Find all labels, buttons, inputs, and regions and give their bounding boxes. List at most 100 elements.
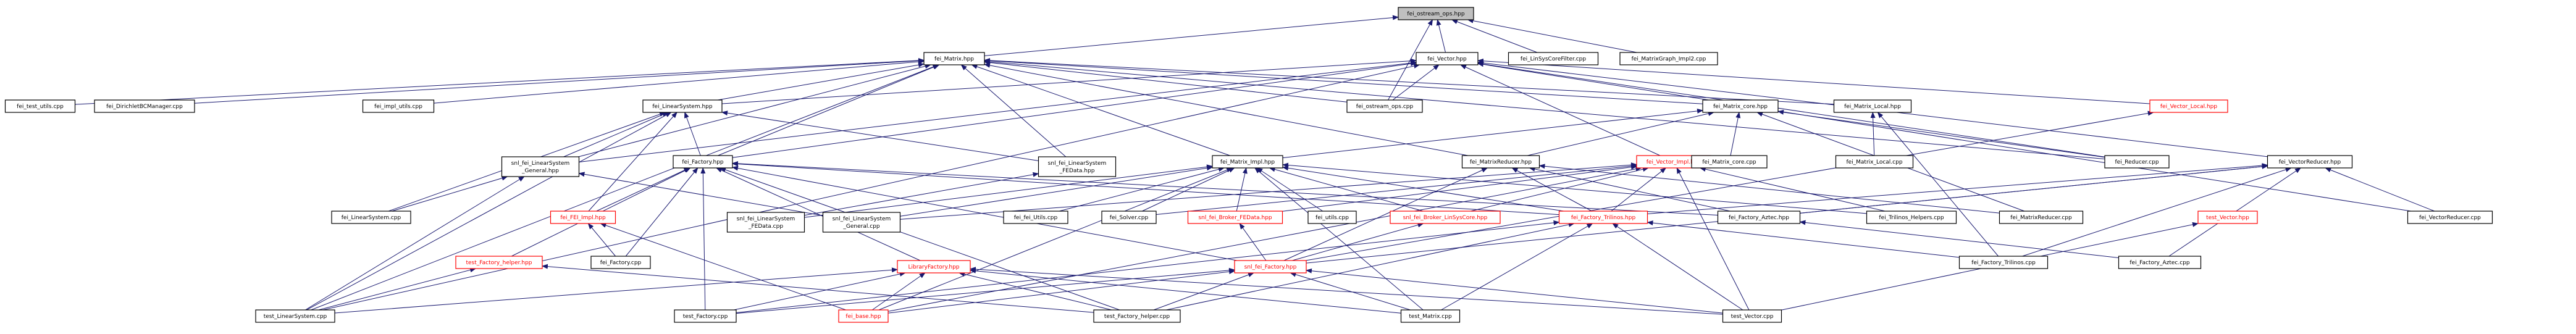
node-fei-impl-utils-cpp[interactable]: fei_impl_utils.cpp (362, 99, 435, 113)
node-label: snl_fei_Broker_FEData.hpp (1198, 215, 1272, 221)
node-label: fei_Factory_Trilinos.hpp (1571, 215, 1636, 221)
node-box (255, 309, 335, 323)
node-snl-fei-LinearSystem-FEData-hpp[interactable]: snl_fei_LinearSystem_FEData.hpp (1038, 156, 1117, 177)
edge-fei-base-hpp-to-snl-fei-Factory-hpp (887, 269, 1235, 314)
node-label: _General.hpp (521, 168, 559, 174)
node-label: fei_Matrix_core.hpp (1713, 104, 1768, 110)
node-test-Vector-hpp[interactable]: test_Vector.hpp (2197, 211, 2258, 224)
edge-snl-fei-LinearSystem-FEData-hpp-to-fei-Matrix-hpp (960, 64, 1067, 157)
node-label: fei_Solver.cpp (1110, 215, 1149, 221)
edge-test-Matrix-cpp-to-fei-Factory-Trilinos-hpp (1441, 223, 1593, 311)
node-fei-Matrix-core-hpp[interactable]: fei_Matrix_core.hpp (1702, 99, 1779, 113)
node-label: test_Matrix.cpp (1409, 314, 1452, 320)
edge-snl-fei-Broker-LinSysCore-hpp-to-fei-Matrix-Impl-hpp (1269, 167, 1424, 212)
node-box (2104, 155, 2170, 169)
node-test-LinearSystem-cpp[interactable]: test_LinearSystem.cpp (255, 309, 335, 323)
node-fei-MatrixReducer-hpp[interactable]: fei_MatrixReducer.hpp (1461, 155, 1540, 169)
node-test-Matrix-cpp[interactable]: test_Matrix.cpp (1400, 309, 1461, 323)
node-snl-fei-LinearSystem-General-cpp[interactable]: snl_fei_LinearSystem_General.cpp (822, 212, 901, 233)
node-snl-fei-LinearSystem-General-hpp[interactable]: snl_fei_LinearSystem_General.hpp (501, 156, 580, 177)
node-test-Factory-helper-hpp[interactable]: test_Factory_helper.hpp (455, 256, 543, 269)
node-fei-Factory-Aztec-hpp[interactable]: fei_Factory_Aztec.hpp (1717, 211, 1801, 224)
node-fei-fei-Utils-cpp[interactable]: fei_fei_Utils.cpp (1003, 211, 1068, 224)
node-fei-Solver-cpp[interactable]: fei_Solver.cpp (1101, 211, 1157, 224)
edge-test-LinearSystem-cpp-to-fei-LinearSystem-hpp (306, 112, 672, 311)
node-box (1038, 156, 1117, 177)
node-snl-fei-Broker-LinSysCore-hpp[interactable]: snl_fei_Broker_LinSysCore.hpp (1390, 211, 1501, 224)
edge-fei-base-hpp-to-fei-Vector-Impl-hpp (887, 166, 1642, 312)
edge-fei-Factory-Aztec-hpp-to-fei-Factory-hpp (732, 161, 1718, 215)
edge-fei-fei-Utils-cpp-to-fei-Matrix-Impl-hpp (1059, 167, 1225, 212)
node-fei-MatrixGraph-Impl2-cpp[interactable]: fei_MatrixGraph_Impl2.cpp (1619, 52, 1718, 65)
edge-fei-test-utils-cpp-to-fei-Matrix-hpp (75, 57, 925, 105)
node-LibraryFactory-hpp[interactable]: LibraryFactory.hpp (897, 260, 971, 273)
node-label: fei_utils.cpp (1315, 215, 1349, 221)
node-test-Factory-cpp[interactable]: test_Factory.cpp (674, 309, 737, 323)
edge-fei-DirichletBCManager-cpp-to-fei-Matrix-hpp (194, 58, 925, 104)
node-fei-Matrix-core-cpp[interactable]: fei_Matrix_core.cpp (1691, 155, 1768, 169)
edge-fei-Factory-Trilinos-cpp-to-fei-VectorReducer-hpp (2022, 167, 2292, 257)
edge-fei-VectorReducer-cpp-to-fei-Vector-hpp (1477, 62, 2411, 212)
edge-test-Factory-cpp-to-snl-fei-Factory-hpp (736, 267, 1235, 314)
edge-fei-Factory-Trilinos-cpp-to-fei-Factory-Trilinos-hpp (1647, 220, 1960, 258)
node-fei-Matrix-Impl-hpp[interactable]: fei_Matrix_Impl.hpp (1212, 155, 1283, 169)
edge-fei-MatrixGraph-Impl2-cpp-to-fei-ostream-ops-hpp (1467, 18, 1637, 53)
node-label: snl_fei_LinearSystem (833, 216, 891, 222)
node-fei-Reducer-cpp[interactable]: fei_Reducer.cpp (2104, 155, 2170, 169)
node-fei-DirichletBCManager-cpp[interactable]: fei_DirichletBCManager.cpp (94, 99, 195, 113)
node-label: snl_fei_LinearSystem (511, 161, 570, 167)
node-fei-Vector-hpp[interactable]: fei_Vector.hpp (1416, 52, 1479, 65)
node-label: fei_Matrix_Impl.hpp (1220, 159, 1275, 165)
node-fei-Vector-Local-hpp[interactable]: fei_Vector_Local.hpp (2149, 99, 2228, 113)
node-fei-VectorReducer-hpp[interactable]: fei_VectorReducer.hpp (2267, 155, 2353, 169)
node-label: test_LinearSystem.cpp (264, 314, 327, 320)
node-fei-Factory-Trilinos-hpp[interactable]: fei_Factory_Trilinos.hpp (1558, 211, 1648, 224)
node-fei-Factory-Trilinos-cpp[interactable]: fei_Factory_Trilinos.cpp (1958, 256, 2049, 269)
node-label: snl_fei_Factory.hpp (1244, 264, 1297, 270)
node-fei-Trilinos-Helpers-cpp[interactable]: fei_Trilinos_Helpers.cpp (1866, 211, 1957, 224)
node-fei-LinSysCoreFilter-cpp[interactable]: fei_LinSysCoreFilter.cpp (1508, 52, 1599, 65)
node-label: snl_fei_LinearSystem (737, 216, 795, 222)
node-box (331, 211, 411, 224)
node-box (1398, 7, 1474, 20)
node-label: fei_Matrix_Local.cpp (1846, 159, 1902, 165)
edge-snl-fei-Factory-hpp-to-fei-Vector-Local-hpp (1306, 111, 2154, 261)
node-fei-Matrix-hpp[interactable]: fei_Matrix.hpp (923, 52, 985, 65)
node-box (1461, 155, 1540, 169)
node-box (1702, 99, 1779, 113)
edge-LibraryFactory-hpp-to-fei-Factory-hpp (716, 167, 921, 261)
node-fei-Factory-Aztec-cpp[interactable]: fei_Factory_Aztec.cpp (2118, 256, 2202, 269)
edge-fei-Reducer-cpp-to-fei-Matrix-hpp (984, 59, 2105, 159)
node-test-Factory-helper-cpp[interactable]: test_Factory_helper.cpp (1093, 309, 1181, 323)
edge-snl-fei-LinearSystem-FEData-hpp-to-fei-LinearSystem-hpp (721, 111, 1039, 161)
node-fei-ostream-ops-cpp[interactable]: fei_ostream_ops.cpp (1346, 99, 1423, 113)
node-fei-Factory-hpp[interactable]: fei_Factory.hpp (673, 155, 733, 169)
node-fei-FEI-Impl-hpp[interactable]: fei_FEI_Impl.hpp (550, 211, 616, 224)
node-fei-MatrixReducer-cpp[interactable]: fei_MatrixReducer.cpp (1999, 211, 2084, 224)
node-fei-Matrix-Local-hpp[interactable]: fei_Matrix_Local.hpp (1833, 99, 1912, 113)
node-fei-Factory-cpp[interactable]: fei_Factory.cpp (590, 256, 651, 269)
node-fei-ostream-ops-hpp[interactable]: fei_ostream_ops.hpp (1398, 7, 1474, 20)
node-fei-Matrix-Local-cpp[interactable]: fei_Matrix_Local.cpp (1835, 155, 1914, 169)
node-fei-test-utils-cpp[interactable]: fei_test_utils.cpp (4, 99, 76, 113)
node-fei-LinearSystem-hpp[interactable]: fei_LinearSystem.hpp (642, 99, 723, 113)
node-label: fei_ostream_ops.cpp (1356, 104, 1414, 110)
edge-snl-fei-Factory-hpp-to-fei-MatrixReducer-hpp (1283, 167, 1488, 261)
node-fei-base-hpp[interactable]: fei_base.hpp (838, 309, 889, 323)
node-fei-utils-cpp[interactable]: fei_utils.cpp (1307, 211, 1357, 224)
edge-fei-Matrix-core-cpp-to-fei-Matrix-core-hpp (1730, 112, 1741, 156)
node-label: fei_Factory.hpp (682, 159, 724, 165)
node-fei-LinearSystem-cpp[interactable]: fei_LinearSystem.cpp (331, 211, 411, 224)
node-test-Vector-cpp[interactable]: test_Vector.cpp (1722, 309, 1782, 323)
node-snl-fei-Factory-hpp[interactable]: snl_fei_Factory.hpp (1234, 260, 1307, 273)
node-label: fei_test_utils.cpp (17, 104, 64, 110)
node-fei-VectorReducer-cpp[interactable]: fei_VectorReducer.cpp (2407, 211, 2493, 224)
edge-fei-LinearSystem-hpp-to-fei-Vector-hpp (721, 58, 1417, 104)
node-snl-fei-LinearSystem-FEData-cpp[interactable]: snl_fei_LinearSystem_FEData.cpp (726, 212, 805, 233)
edge-snl-fei-LinearSystem-General-hpp-to-fei-LinearSystem-hpp (563, 112, 669, 157)
node-snl-fei-Broker-FEData-hpp[interactable]: snl_fei_Broker_FEData.hpp (1187, 211, 1283, 224)
edge-fei-Factory-Aztec-hpp-to-fei-MatrixReducer-hpp (1529, 166, 1731, 212)
edge-snl-fei-LinearSystem-General-hpp-to-fei-Vector-hpp (579, 61, 1417, 162)
edge-fei-utils-cpp-to-fei-Matrix-Impl-hpp (1256, 167, 1324, 212)
